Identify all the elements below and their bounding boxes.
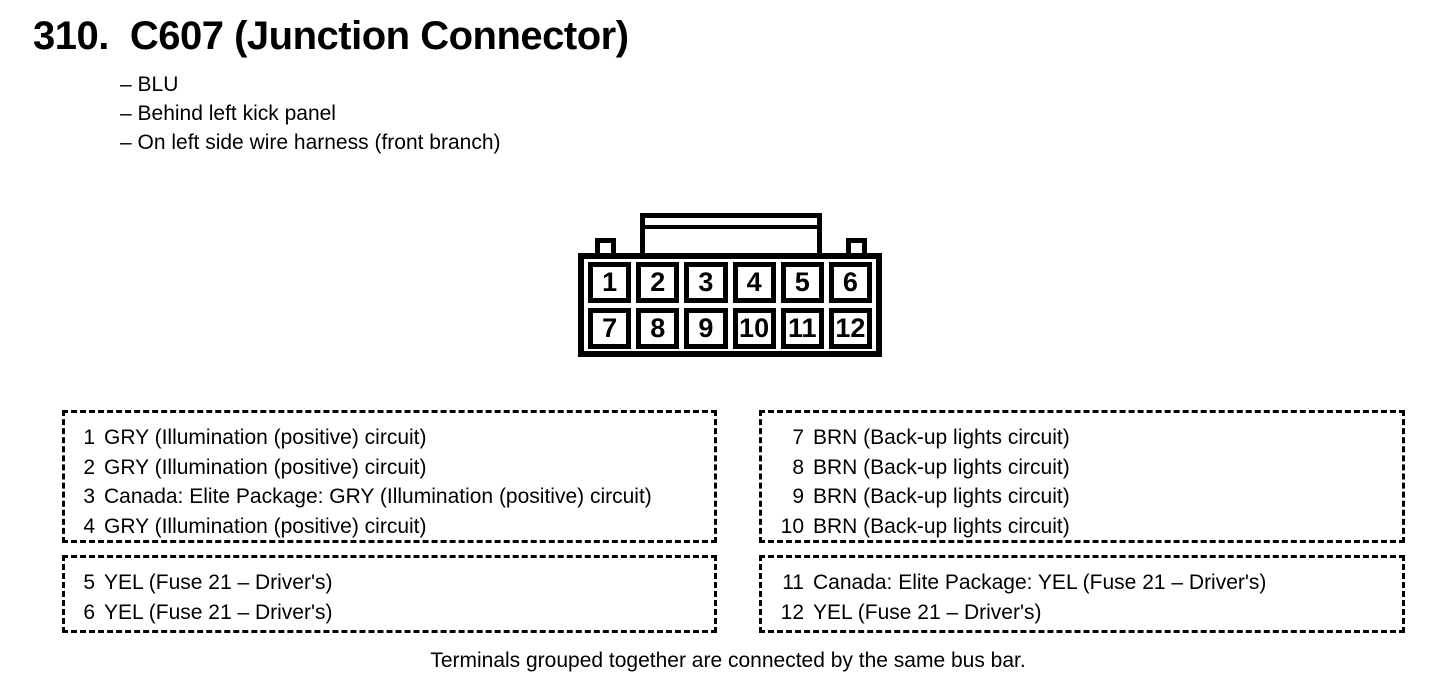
pin-cell-10: 10	[732, 308, 776, 349]
pin-description: BRN (Back-up lights circuit)	[813, 455, 1070, 479]
pin-row: 10 BRN (Back-up lights circuit)	[762, 512, 1402, 542]
pin-group-1-4: 1 GRY (Illumination (positive) circuit) …	[62, 410, 717, 543]
bus-bar-note: Terminals grouped together are connected…	[430, 649, 1026, 672]
detail-harness: – On left side wire harness (front branc…	[120, 131, 501, 154]
pin-row: 9 BRN (Back-up lights circuit)	[762, 482, 1402, 512]
detail-color: – BLU	[120, 73, 179, 96]
pin-number: 6	[83, 600, 95, 624]
section-number: 310.	[33, 14, 109, 58]
pin-cell-8: 8	[636, 308, 680, 349]
pin-description: Canada: Elite Package: YEL (Fuse 21 – Dr…	[813, 571, 1267, 594]
connector-body: 1 2 3 4 5 6 7 8 9 10 11 12	[578, 253, 882, 357]
pin-cell-5: 5	[780, 262, 824, 303]
pin-number: 9	[792, 485, 804, 508]
pin-number: 12	[780, 600, 804, 624]
pin-description: Canada: Elite Package: GRY (Illumination…	[104, 485, 652, 508]
connector-name: C607 (Junction Connector)	[129, 14, 629, 58]
pin-description: BRN (Back-up lights circuit)	[813, 426, 1070, 449]
pin-group-11-12: 11 Canada: Elite Package: YEL (Fuse 21 –…	[759, 555, 1405, 633]
pin-cell-11: 11	[780, 308, 824, 349]
pin-row: 12 YEL (Fuse 21 – Driver's)	[762, 598, 1402, 628]
pin-cell-3: 3	[684, 262, 728, 303]
pin-row: 7 BRN (Back-up lights circuit)	[762, 423, 1402, 453]
pin-cell-2: 2	[636, 262, 680, 303]
pin-description: YEL (Fuse 21 – Driver's)	[813, 600, 1042, 624]
connector-lock-tab	[640, 213, 822, 258]
pin-cell-4: 4	[732, 262, 776, 303]
connector-diagram: 1 2 3 4 5 6 7 8 9 10 11 12	[578, 213, 882, 358]
pin-description: BRN (Back-up lights circuit)	[813, 514, 1070, 538]
pin-row: 1 GRY (Illumination (positive) circuit)	[65, 423, 714, 453]
pin-description: GRY (Illumination (positive) circuit)	[104, 514, 427, 538]
pin-number: 10	[780, 514, 804, 538]
pin-number: 1	[83, 426, 95, 449]
pin-cell-9: 9	[684, 308, 728, 349]
pin-row: 8 BRN (Back-up lights circuit)	[762, 453, 1402, 483]
pin-number: 3	[83, 485, 95, 508]
page-title: 310. C607 (Junction Connector)	[33, 14, 629, 59]
pin-row: 6 YEL (Fuse 21 – Driver's)	[65, 598, 714, 628]
pin-row: 3 Canada: Elite Package: GRY (Illuminati…	[65, 482, 714, 512]
pin-row: 5 YEL (Fuse 21 – Driver's)	[65, 568, 714, 598]
pin-number: 2	[83, 455, 95, 479]
pin-number: 4	[83, 514, 95, 538]
lock-tab-ridge	[645, 225, 817, 229]
pin-description: GRY (Illumination (positive) circuit)	[104, 426, 427, 449]
pin-row: 2 GRY (Illumination (positive) circuit)	[65, 453, 714, 483]
pin-row: 4 GRY (Illumination (positive) circuit)	[65, 512, 714, 542]
pin-number: 11	[782, 571, 804, 594]
pin-cell-7: 7	[588, 308, 632, 349]
pin-group-7-10: 7 BRN (Back-up lights circuit) 8 BRN (Ba…	[759, 410, 1405, 543]
detail-location: – Behind left kick panel	[120, 102, 336, 125]
pin-number: 5	[83, 571, 95, 594]
pin-number: 7	[792, 426, 804, 449]
pin-description: GRY (Illumination (positive) circuit)	[104, 455, 427, 479]
pin-description: BRN (Back-up lights circuit)	[813, 485, 1070, 508]
pin-number: 8	[792, 455, 804, 479]
pin-row: 11 Canada: Elite Package: YEL (Fuse 21 –…	[762, 568, 1402, 598]
pin-description: YEL (Fuse 21 – Driver's)	[104, 600, 333, 624]
connector-details: – BLU – Behind left kick panel – On left…	[120, 70, 501, 157]
pin-group-5-6: 5 YEL (Fuse 21 – Driver's) 6 YEL (Fuse 2…	[62, 555, 717, 633]
pin-cell-1: 1	[588, 262, 632, 303]
pin-cell-6: 6	[828, 262, 872, 303]
pin-cell-12: 12	[828, 308, 872, 349]
pin-description: YEL (Fuse 21 – Driver's)	[104, 571, 333, 594]
